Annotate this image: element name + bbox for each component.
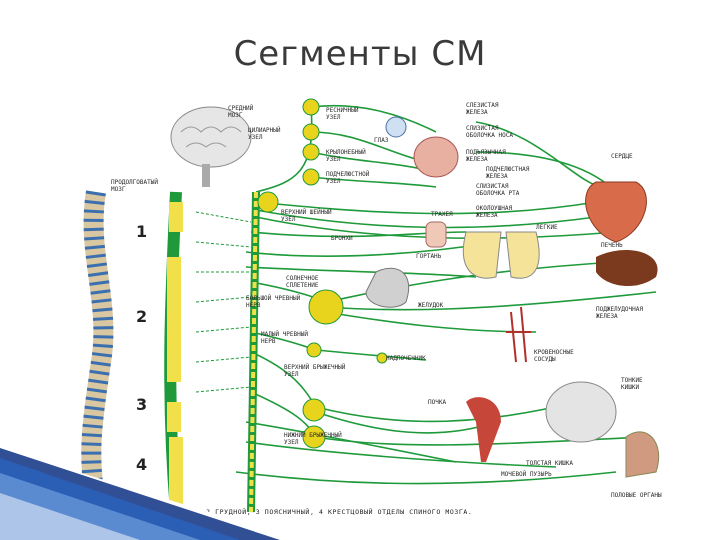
label-greater-nerve-2: НЕРВ — [246, 302, 261, 309]
nerve-network — [235, 104, 657, 485]
label-lacrimal-2: ЖЕЛЕЗА — [466, 109, 488, 116]
label-ciliary-ganglion-2: УЗЕЛ — [326, 114, 341, 121]
label-midbrain-2: МОЗГ — [228, 112, 243, 119]
label-pancreas-1: ПОДЖЕЛУДОЧНАЯ — [596, 306, 643, 313]
label-ciliary-ganglion-1: РЕСНИЧНЫЙ — [326, 107, 359, 114]
brain — [170, 106, 252, 187]
kidney-organ — [466, 397, 501, 462]
genitals-organ — [625, 431, 660, 478]
label-small-intestine-2: КИШКИ — [621, 384, 639, 391]
label-submandibular-gland-1: ПОДЧЕЛЮСТНАЯ — [486, 166, 530, 173]
segment-number-3: 3 — [136, 395, 147, 414]
diagram-caption: 1 ШЕЙНЫЙ, 2 ГРУДНОЙ, 3 ПОЯСНИЧНЫЙ, 4 КРЕ… — [161, 507, 472, 516]
label-bladder: МОЧЕВОЙ ПУЗЫРЬ — [501, 471, 552, 478]
ganglia — [257, 98, 388, 449]
label-trachea: ТРАХЕЯ — [431, 211, 453, 218]
label-solar-2: СПЛЕТЕНИЕ — [286, 282, 319, 289]
larynx-organ — [425, 221, 447, 248]
label-sublingual-2: ЖЕЛЕЗА — [466, 156, 488, 163]
label-eye: ГЛАЗ — [374, 137, 389, 144]
label-larynx: ГОРТАНЬ — [416, 253, 442, 260]
label-lungs: ЛЕГКИЕ — [536, 224, 558, 231]
label-lower-mesenteric-1: НИЖНИЙ БРЫЖЕЧНЫЙ — [284, 432, 342, 439]
label-submandibular-1: ПОДЧЕЛЮСТНОЙ — [326, 171, 370, 178]
label-pterygopalatine-1: КРЫЛОНЕБНЫЙ — [326, 149, 366, 156]
label-pterygopalatine-2: УЗЕЛ — [326, 156, 341, 163]
label-mouth-1: СЛИЗИСТАЯ — [476, 183, 509, 190]
label-nasal-2: ОБОЛОЧКА НОСА — [466, 132, 513, 139]
stomach-organ — [365, 267, 410, 308]
label-upper-cervical-1: ВЕРХНИЙ ШЕЙНЫЙ — [281, 209, 332, 216]
label-stomach: ЖЕЛУДОК — [418, 302, 444, 309]
label-lacrimal-1: СЛЕЗИСТАЯ — [466, 102, 499, 109]
label-parotid-1: ОКОЛОУШНАЯ — [476, 205, 513, 212]
label-colon: ТОЛСТАЯ КИШКА — [526, 460, 573, 467]
diagram-labels: СРЕДНИЙ МОЗГ ПРОДОЛГОВАТЫЙ МОЗГ ЦИЛИАРНЫ… — [111, 102, 662, 499]
decorative-bottom-stripes — [0, 448, 300, 540]
label-greater-nerve-1: БОЛЬШОЙ ЧРЕВНЫЙ — [246, 295, 301, 302]
intestines-organ — [545, 381, 617, 443]
heart-organ — [585, 181, 647, 243]
label-midbrain-1: СРЕДНИЙ — [228, 105, 254, 112]
label-submandibular-2: УЗЕЛ — [326, 178, 341, 185]
label-pancreas-2: ЖЕЛЕЗА — [596, 313, 618, 320]
label-lower-mesenteric-2: УЗЕЛ — [284, 439, 299, 446]
segment-number-2: 2 — [136, 307, 147, 326]
label-lesser-nerve-1: МАЛЫЙ ЧРЕВНЫЙ — [261, 331, 308, 338]
segment-number-4: 4 — [136, 455, 147, 474]
eye-organ — [385, 116, 407, 138]
organs — [365, 116, 660, 478]
label-sublingual-1: ПОДЪЯЗЫЧНАЯ — [466, 149, 506, 156]
label-ciliary-1: ЦИЛИАРНЫЙ — [248, 127, 281, 134]
vertebral-column — [81, 190, 114, 504]
segment-numbers: 1 2 3 4 — [136, 222, 147, 474]
head-glands — [413, 136, 459, 178]
label-adrenal: НАДПОЧЕЧНИК — [386, 355, 426, 362]
label-ciliary-2: УЗЕЛ — [248, 134, 263, 141]
liver-organ — [596, 249, 658, 287]
nervous-system-diagram: СРЕДНИЙ МОЗГ ПРОДОЛГОВАТЫЙ МОЗГ ЦИЛИАРНЫ… — [81, 98, 662, 516]
lungs-organ — [462, 231, 540, 279]
label-parotid-2: ЖЕЛЕЗА — [476, 212, 498, 219]
label-submandibular-gland-2: ЖЕЛЕЗА — [486, 173, 508, 180]
label-medulla-1: ПРОДОЛГОВАТЫЙ — [111, 179, 158, 186]
segment-number-1: 1 — [136, 222, 147, 241]
label-upper-mesenteric-2: УЗЕЛ — [284, 371, 299, 378]
label-vessels-1: КРОВЕНОСНЫЕ — [534, 349, 574, 356]
label-nasal-1: СЛИЗИСТАЯ — [466, 125, 499, 132]
label-genitals: ПОЛОВЫЕ ОРГАНЫ — [611, 492, 662, 499]
label-upper-mesenteric-1: ВЕРХНИЙ БРЫЖЕЧНЫЙ — [284, 364, 346, 371]
label-heart: СЕРДЦЕ — [611, 153, 633, 160]
label-lesser-nerve-2: НЕРВ — [261, 338, 276, 345]
label-medulla-2: МОЗГ — [111, 186, 126, 193]
label-mouth-2: ОБОЛОЧКА РТА — [476, 190, 520, 197]
label-solar-1: СОЛНЕЧНОЕ — [286, 275, 319, 282]
vessels-organ — [506, 306, 531, 363]
label-kidney: ПОЧКА — [428, 399, 446, 406]
label-vessels-2: СОСУДЫ — [534, 356, 556, 363]
sympathetic-chain — [195, 191, 260, 513]
spinal-cord — [164, 191, 183, 513]
label-liver: ПЕЧЕНЬ — [601, 242, 623, 249]
label-upper-cervical-2: УЗЕЛ — [281, 216, 296, 223]
label-small-intestine-1: ТОНКИЕ — [621, 377, 643, 384]
page-title: Сегменты СМ — [233, 34, 487, 74]
label-bronchi: БРОНХИ — [331, 235, 353, 242]
